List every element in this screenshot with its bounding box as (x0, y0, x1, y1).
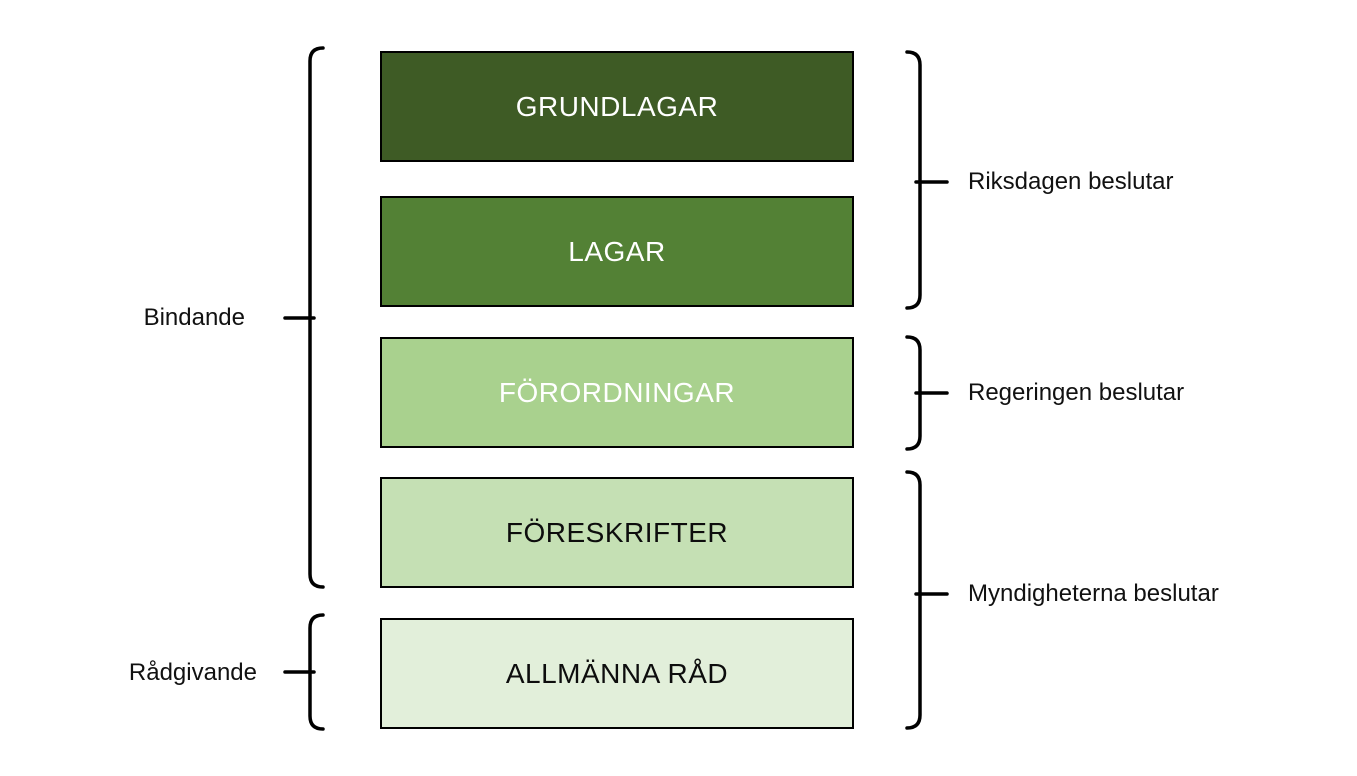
left-brace-radgivande-icon (281, 612, 327, 732)
box-allmanna-rad: ALLMÄNNA RÅD (380, 618, 854, 729)
box-forordningar-label: FÖRORDNINGAR (498, 376, 736, 408)
left-brace-bindande-icon (281, 45, 327, 590)
right-label-riksdagen-beslutar: Riksdagen beslutar (968, 168, 1174, 195)
box-forordningar: FÖRORDNINGAR (380, 337, 854, 448)
box-grundlagar: GRUNDLAGAR (380, 51, 854, 162)
right-brace-riksdagen-icon (904, 49, 952, 311)
box-grundlagar-label: GRUNDLAGAR (515, 90, 719, 122)
box-foreskrifter-label: FÖRESKRIFTER (505, 516, 729, 548)
right-brace-regeringen-icon (904, 334, 952, 452)
box-lagar-label: LAGAR (568, 235, 666, 267)
right-label-myndigheterna-beslutar: Myndigheterna beslutar (968, 580, 1219, 607)
right-label-regeringen-beslutar: Regeringen beslutar (968, 379, 1185, 406)
box-allmanna-rad-label: ALLMÄNNA RÅD (505, 657, 729, 689)
box-lagar: LAGAR (380, 196, 854, 307)
box-foreskrifter: FÖRESKRIFTER (380, 477, 854, 588)
left-label-bindande: Bindande (143, 304, 245, 331)
right-brace-myndigheterna-icon (904, 469, 952, 731)
left-label-radgivande: Rådgivande (128, 659, 257, 686)
